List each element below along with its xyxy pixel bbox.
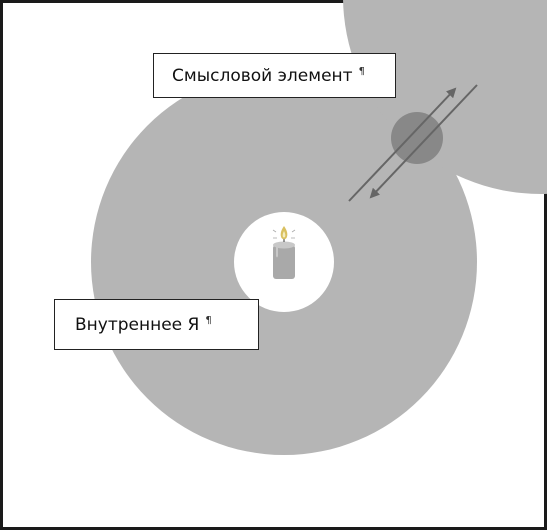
label-meaning-element: Смысловой элемент ¶ [153, 53, 396, 98]
candle-body [273, 245, 295, 279]
candle-drip [276, 246, 278, 258]
pilcrow-mark: ¶ [205, 315, 212, 326]
pilcrow-mark: ¶ [358, 66, 365, 77]
double-arrow-icon [348, 84, 478, 202]
arrow-up [348, 87, 457, 202]
label-inner-self: Внутреннее Я ¶ [54, 299, 259, 350]
contact-point [391, 112, 443, 164]
candle-flame-core [282, 231, 286, 238]
label-inner-self-text: Внутреннее Я [75, 314, 200, 335]
candle-glow-rays [272, 229, 296, 239]
meaning-element-shape [343, 0, 547, 194]
arrow-down [369, 84, 478, 199]
label-meaning-element-text: Смысловой элемент [172, 65, 353, 86]
candle-icon [272, 226, 296, 279]
candle-top [273, 241, 295, 249]
